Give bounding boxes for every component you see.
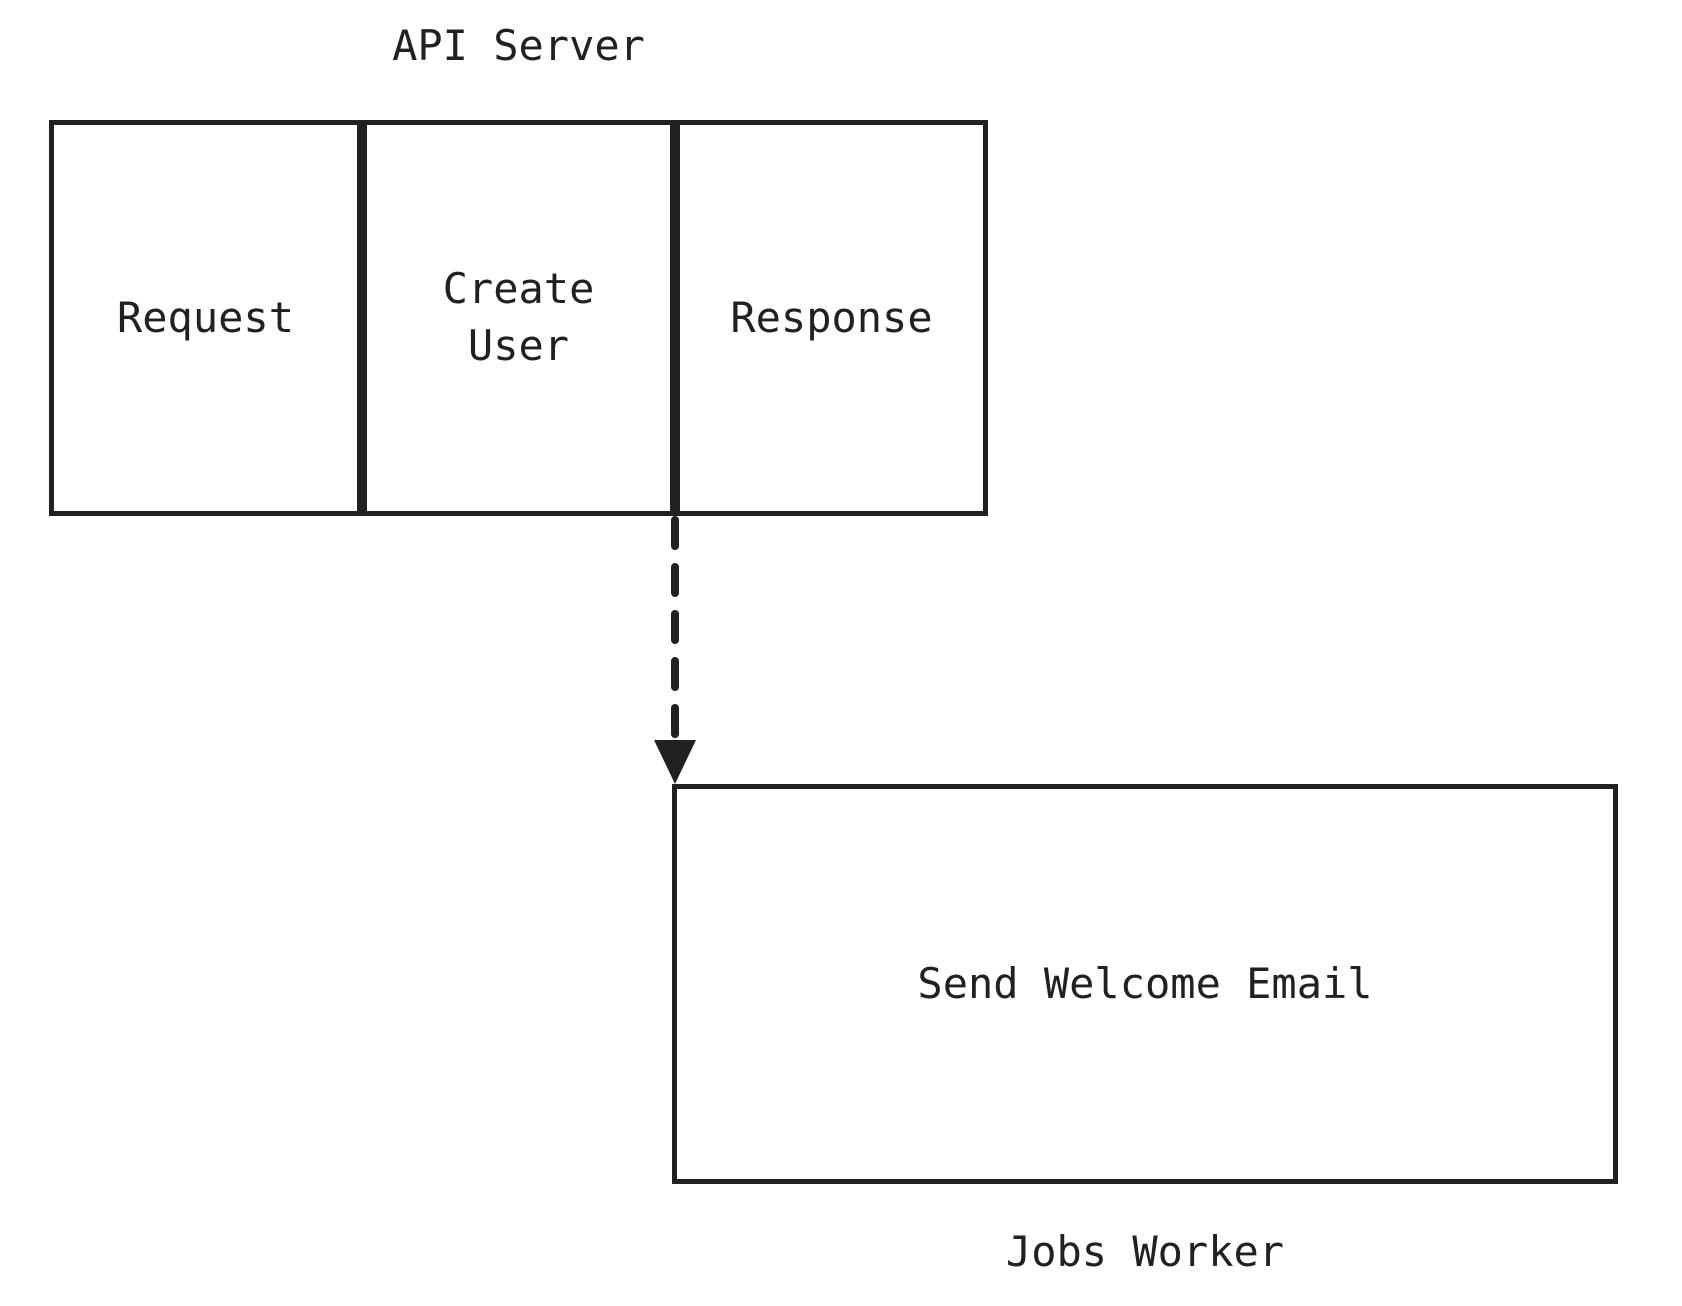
send-welcome-email-label: Send Welcome Email [917,958,1373,1008]
request-step-box: Request [49,120,362,516]
response-step-label: Response [730,292,933,342]
arrowhead-icon [654,740,696,784]
send-welcome-email-box: Send Welcome Email [672,784,1618,1184]
create-user-step-box: Create User [362,120,675,516]
request-step-label: Request [116,292,294,342]
async-job-connector [654,516,696,784]
api-server-label: API Server [392,21,645,70]
response-step-box: Response [675,120,988,516]
create-user-step-label: Create User [442,264,595,370]
jobs-worker-label: Jobs Worker [1005,1227,1285,1276]
